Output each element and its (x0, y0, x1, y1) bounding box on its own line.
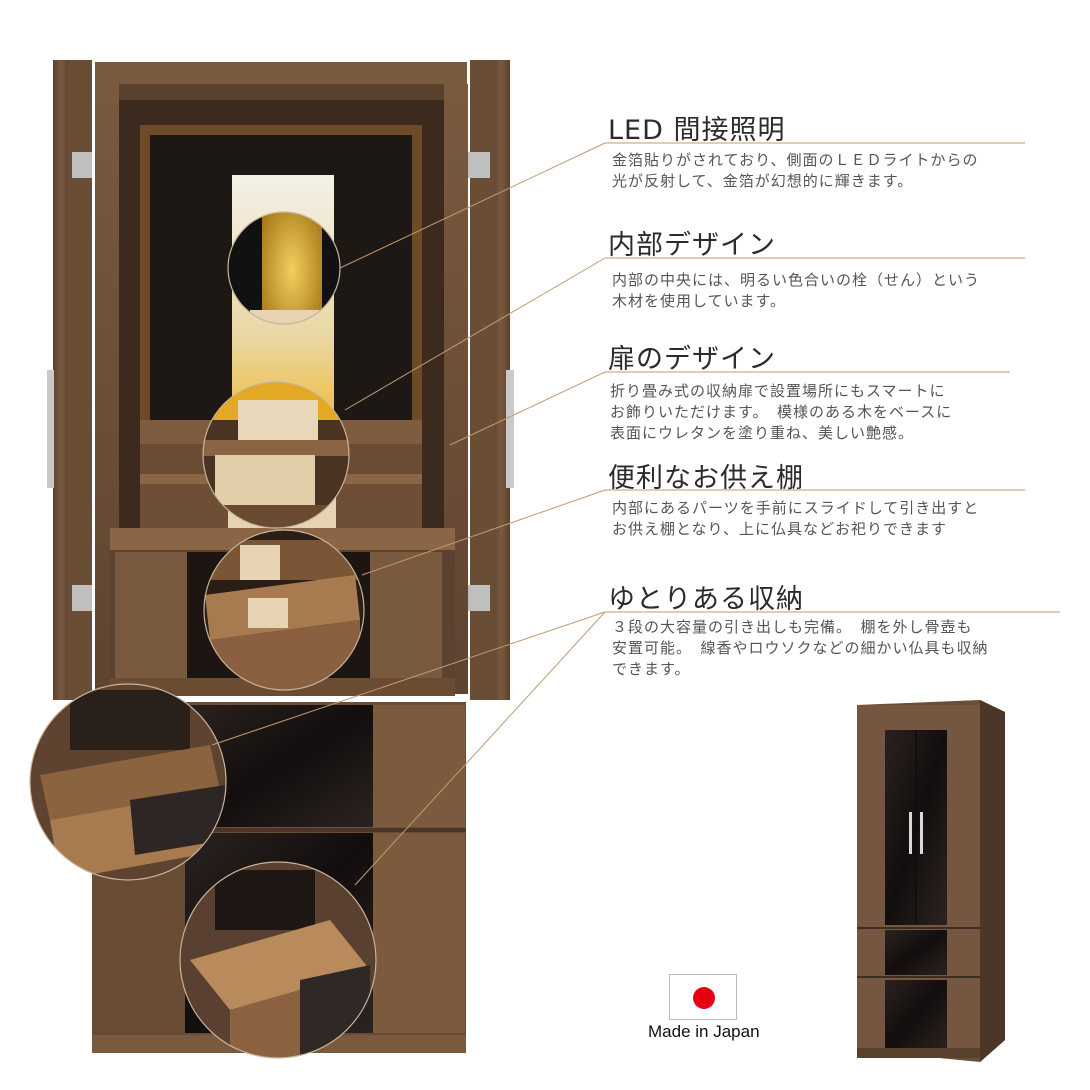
feature-desc-storage: ３段の大容量の引き出しも完備。 棚を外し骨壺も 安置可能。 線香やロウソクなどの… (612, 618, 989, 678)
feature-desc-interior: 内部の中央には、明るい色合いの栓（せん）という 木材を使用しています。 (612, 271, 981, 310)
detail-circle-offering-shelf (203, 529, 365, 691)
closed-cabinet-thumbnail (857, 700, 1005, 1062)
detail-circle-led (227, 211, 341, 325)
callout-lines (211, 142, 1060, 886)
detail-circle-lower-drawer (179, 861, 377, 1059)
feature-title-led: LED 間接照明 (608, 115, 786, 146)
feature-title-interior: 内部デザイン (608, 230, 776, 261)
feature-title-storage: ゆとりある収納 (608, 584, 804, 615)
feature-desc-door: 折り畳み式の収納扉で設置場所にもスマートに お飾りいただけます。 模様のある木を… (610, 382, 953, 442)
feature-desc-led: 金箔貼りがされており、側面のＬＥＤライトからの 光が反射して、金箔が幻想的に輝き… (612, 151, 979, 190)
made-in-japan-label: Made in Japan (648, 1022, 760, 1041)
detail-circle-upper-drawer (29, 683, 227, 881)
feature-title-offering-shelf: 便利なお供え棚 (608, 463, 804, 494)
feature-title-door: 扉のデザイン (608, 344, 776, 375)
feature-desc-offering-shelf: 内部にあるパーツを手前にスライドして引き出すと お供え棚となり、上に仏具などお祀… (612, 499, 980, 538)
japan-flag-icon (669, 974, 737, 1020)
